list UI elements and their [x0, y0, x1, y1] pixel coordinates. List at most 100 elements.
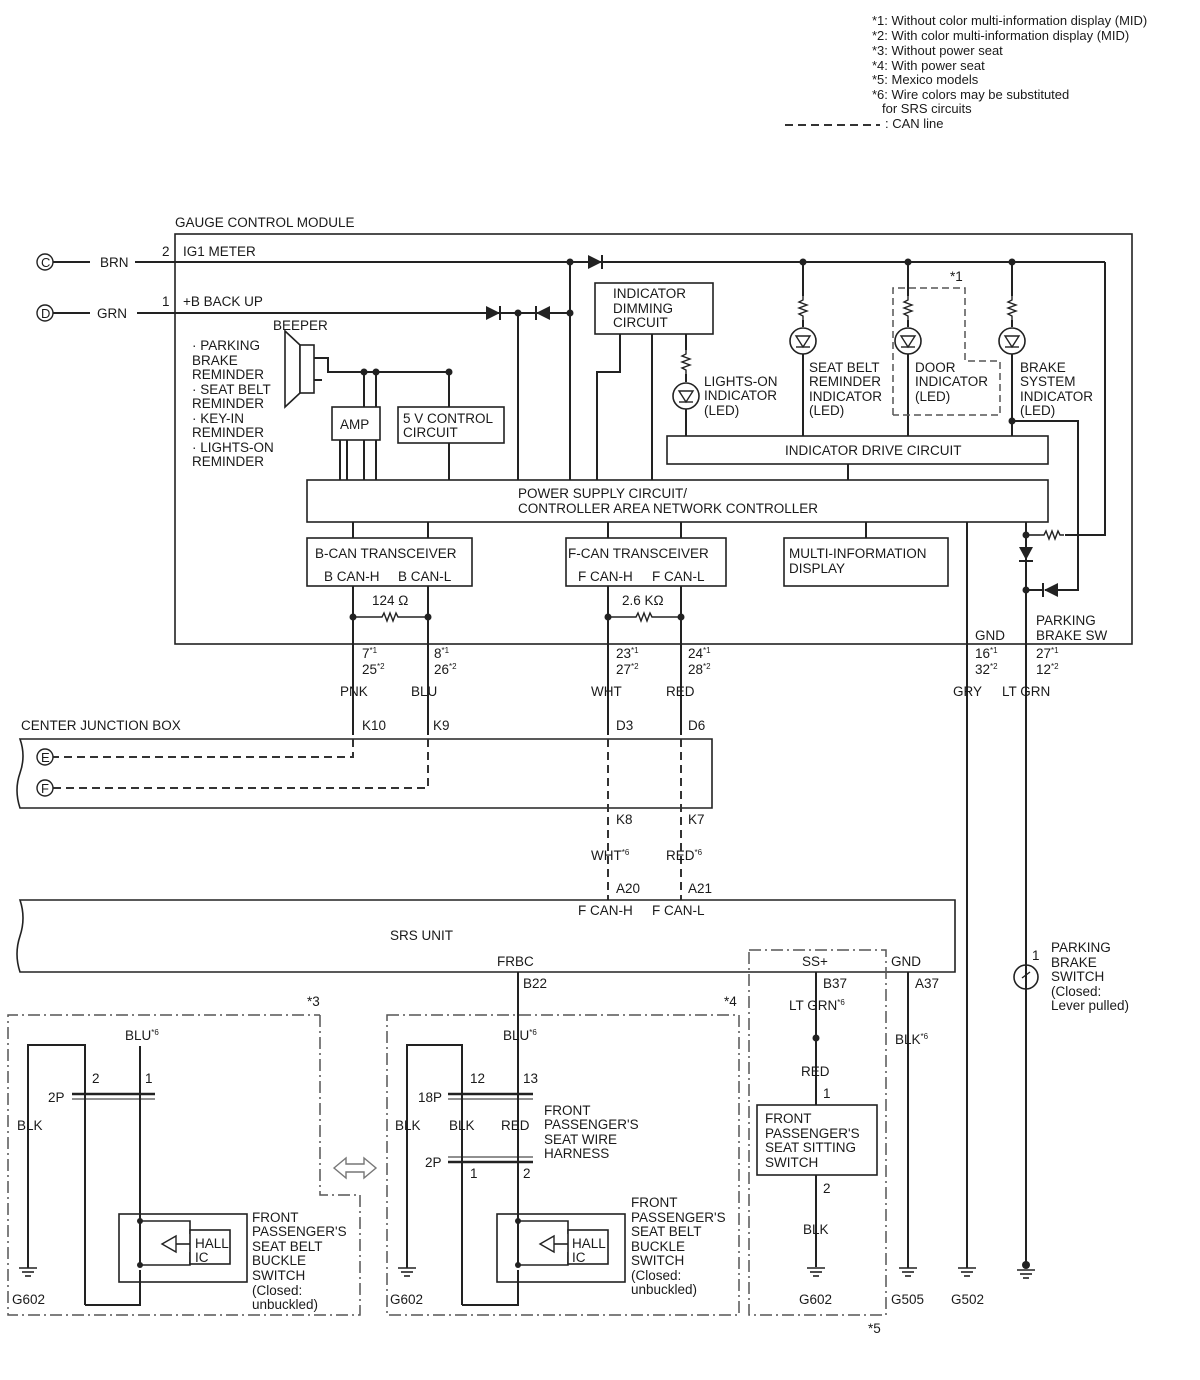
note-3: *3: Without power seat — [872, 43, 1003, 58]
svg-text:HARNESS: HARNESS — [544, 1146, 609, 1161]
svg-text:HALL: HALL — [572, 1236, 606, 1251]
svg-text:25*2: 25*2 — [362, 662, 385, 677]
f-can-resistor-value: 2.6 KΩ — [622, 593, 664, 608]
svg-text:INDICATOR: INDICATOR — [613, 286, 686, 301]
svg-text:B CAN-H: B CAN-H — [324, 569, 380, 584]
svg-text:FRONT: FRONT — [765, 1111, 812, 1126]
note-6: *6: Wire colors may be substituted — [872, 87, 1069, 102]
svg-text:26*2: 26*2 — [434, 662, 457, 677]
svg-text:HALL: HALL — [195, 1236, 229, 1251]
svg-text:BUCKLE: BUCKLE — [631, 1239, 685, 1254]
amp-box — [331, 406, 381, 441]
variant-mexico-models: *5 LT GRN*6 RED 1 FRONT PASSENGER'S SEAT… — [748, 949, 887, 1336]
svg-text:· KEY-IN: · KEY-IN — [192, 411, 244, 426]
svg-text:BLK: BLK — [449, 1118, 475, 1133]
gauge-ground-circuit: G502 — [951, 1267, 984, 1307]
beeper-label: BEEPER — [273, 318, 328, 333]
door-led-icon — [894, 327, 922, 355]
svg-text:SYSTEM: SYSTEM — [1020, 374, 1076, 389]
svg-text:SS+: SS+ — [802, 954, 828, 969]
note-can-line: : CAN line — [885, 116, 944, 131]
svg-text:BLU*6: BLU*6 — [125, 1028, 159, 1043]
svg-text:BLK: BLK — [17, 1118, 43, 1133]
svg-text:G502: G502 — [951, 1292, 984, 1307]
svg-text:D3: D3 — [616, 718, 633, 733]
svg-text:BLK: BLK — [803, 1222, 829, 1237]
diode-icon — [588, 255, 602, 269]
svg-text:A21: A21 — [688, 881, 712, 896]
bb-label: +B BACK UP — [183, 294, 263, 309]
reminder-list: · PARKING BRAKE REMINDER · SEAT BELT REM… — [192, 338, 274, 469]
svg-text:REMINDER: REMINDER — [809, 374, 881, 389]
svg-text:D6: D6 — [688, 718, 705, 733]
svg-text:GND: GND — [891, 954, 921, 969]
amp-label: AMP — [340, 417, 369, 432]
svg-text:SWITCH: SWITCH — [631, 1253, 684, 1268]
svg-text:REMINDER: REMINDER — [192, 367, 264, 382]
svg-text:Lever pulled): Lever pulled) — [1051, 998, 1129, 1013]
svg-text:G602: G602 — [12, 1292, 45, 1307]
svg-text:RED: RED — [801, 1064, 830, 1079]
svg-text:LIGHTS-ON: LIGHTS-ON — [704, 374, 778, 389]
svg-text:B-CAN TRANSCEIVER: B-CAN TRANSCEIVER — [315, 546, 457, 561]
svg-text:RED*6: RED*6 — [666, 848, 703, 863]
svg-text:G602: G602 — [390, 1292, 423, 1307]
dimming-circuit-box — [594, 282, 714, 335]
svg-text:DISPLAY: DISPLAY — [789, 561, 845, 576]
svg-text:PASSENGER'S: PASSENGER'S — [544, 1117, 639, 1132]
svg-text:2P: 2P — [425, 1155, 442, 1170]
note-4: *4: With power seat — [872, 58, 985, 73]
svg-text:SEAT BELT: SEAT BELT — [809, 360, 880, 375]
power-supply-can-controller-box — [306, 479, 1049, 523]
svg-text:F: F — [41, 781, 49, 796]
svg-text:G602: G602 — [799, 1292, 832, 1307]
seat-sitting-switch-box — [756, 1104, 878, 1176]
svg-text:PASSENGER'S: PASSENGER'S — [252, 1224, 347, 1239]
svg-text:F CAN-L: F CAN-L — [652, 903, 705, 918]
svg-text:SEAT BELT: SEAT BELT — [631, 1224, 702, 1239]
svg-text:SWITCH: SWITCH — [1051, 969, 1104, 984]
svg-text:K7: K7 — [688, 812, 705, 827]
indicator-drive-circuit-box — [666, 435, 1049, 465]
svg-text:BLK: BLK — [395, 1118, 421, 1133]
center-junction-box: CENTER JUNCTION BOX K10 K9 D3 D6 E F K8 … — [16, 718, 713, 900]
svg-text:REMINDER: REMINDER — [192, 454, 264, 469]
svg-text:SEAT BELT: SEAT BELT — [252, 1239, 323, 1254]
svg-text:27*1: 27*1 — [1036, 646, 1059, 661]
svg-text:F CAN-L: F CAN-L — [652, 569, 705, 584]
svg-text:*5: *5 — [868, 1321, 881, 1336]
svg-text:*4: *4 — [724, 994, 737, 1009]
diode-icon — [536, 306, 550, 320]
multi-information-display-box — [783, 537, 949, 587]
seat-belt-led-icon — [789, 327, 817, 355]
diode-icon — [486, 306, 500, 320]
svg-text:28*2: 28*2 — [688, 662, 711, 677]
srs-ground-circuit: BLK*6 G505 — [891, 972, 929, 1307]
svg-text:SEAT SITTING: SEAT SITTING — [765, 1140, 856, 1155]
svg-text:FRONT: FRONT — [252, 1210, 299, 1225]
svg-text:B CAN-L: B CAN-L — [398, 569, 452, 584]
svg-text:2P: 2P — [48, 1090, 65, 1105]
ig1-pin: 2 — [162, 244, 170, 259]
svg-text:1: 1 — [470, 1166, 478, 1181]
svg-text:2: 2 — [92, 1071, 100, 1086]
svg-text:CIRCUIT: CIRCUIT — [613, 315, 668, 330]
wire-brn-label: BRN — [100, 255, 129, 270]
svg-text:K8: K8 — [616, 812, 633, 827]
note-6-cont: for SRS circuits — [882, 101, 972, 116]
svg-text:2: 2 — [523, 1166, 531, 1181]
brake-led-icon — [998, 327, 1026, 355]
svg-text:(Closed:: (Closed: — [1051, 984, 1101, 999]
b-can-transceiver-box — [306, 537, 473, 587]
connector-d-label: D — [41, 306, 50, 321]
svg-text:FRONT: FRONT — [631, 1195, 678, 1210]
svg-text:unbuckled): unbuckled) — [631, 1282, 697, 1297]
wire-blu-label: BLU — [411, 684, 437, 699]
svg-text:MULTI-INFORMATION: MULTI-INFORMATION — [789, 546, 927, 561]
svg-text:WHT*6: WHT*6 — [591, 848, 630, 863]
svg-text:POWER SUPPLY CIRCUIT/: POWER SUPPLY CIRCUIT/ — [518, 486, 687, 501]
svg-text:32*2: 32*2 — [975, 662, 998, 677]
wire-ltgrn-label: LT GRN — [1002, 684, 1050, 699]
svg-text:27*2: 27*2 — [616, 662, 639, 677]
